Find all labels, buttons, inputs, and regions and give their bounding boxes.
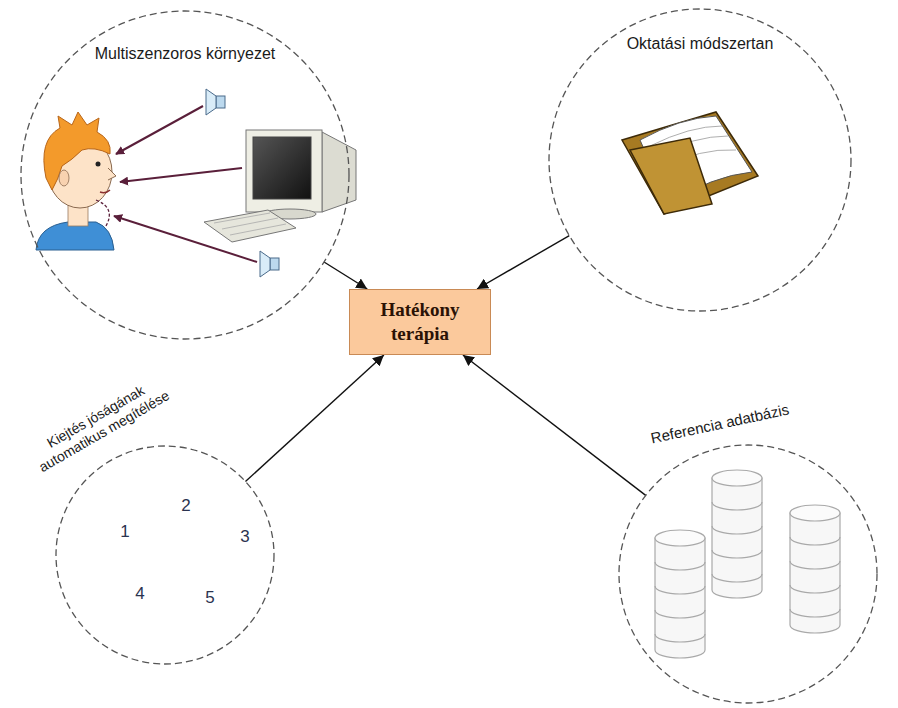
database-cylinder — [712, 470, 762, 598]
dashed-circle — [618, 444, 878, 704]
dashed-circle-group: Referencia adatbázis — [618, 444, 878, 704]
callout-number: 5 — [205, 588, 214, 608]
callout-number: 2 — [181, 496, 190, 516]
child-figure — [36, 112, 116, 250]
connector-arrow — [463, 355, 646, 495]
circle-heading: Kiejtés jóságának automatikus megítélése — [16, 366, 184, 483]
computer-monitor — [204, 130, 356, 242]
circle-outline — [619, 445, 877, 703]
callout-number: 4 — [135, 584, 144, 604]
callout-number: 3 — [240, 527, 249, 547]
circle-outline — [56, 446, 274, 664]
circle-heading: Referencia adatbázis — [620, 394, 819, 453]
dashed-circle — [548, 8, 852, 312]
speaker-icon — [260, 251, 279, 277]
book-icon — [622, 112, 758, 214]
database-cylinder — [655, 530, 705, 658]
connector-arrow — [245, 355, 383, 481]
circle-heading: Multiszenzoros környezet — [65, 44, 305, 63]
process-box: Hatékony terápia — [349, 289, 491, 355]
circle-outline — [21, 11, 349, 339]
callout-number: 1 — [120, 522, 129, 542]
speaker-icon — [206, 89, 225, 115]
circle-heading: Oktatási módszertan — [590, 34, 810, 53]
dashed-circle-group: Oktatási módszertan — [548, 8, 852, 312]
dashed-circle-group: Multiszenzoros környezet — [20, 10, 350, 340]
circle-outline — [549, 9, 851, 311]
database-cylinder — [790, 505, 840, 633]
connector-arrow — [324, 262, 367, 289]
connector-arrow — [477, 236, 569, 289]
box-label: Hatékony terápia — [364, 298, 476, 346]
dashed-circle — [55, 445, 275, 665]
dashed-circle — [20, 10, 350, 340]
stimulus-arrows — [114, 106, 257, 262]
dashed-circle-group: Kiejtés jóságának automatikus megítélése — [55, 445, 275, 665]
